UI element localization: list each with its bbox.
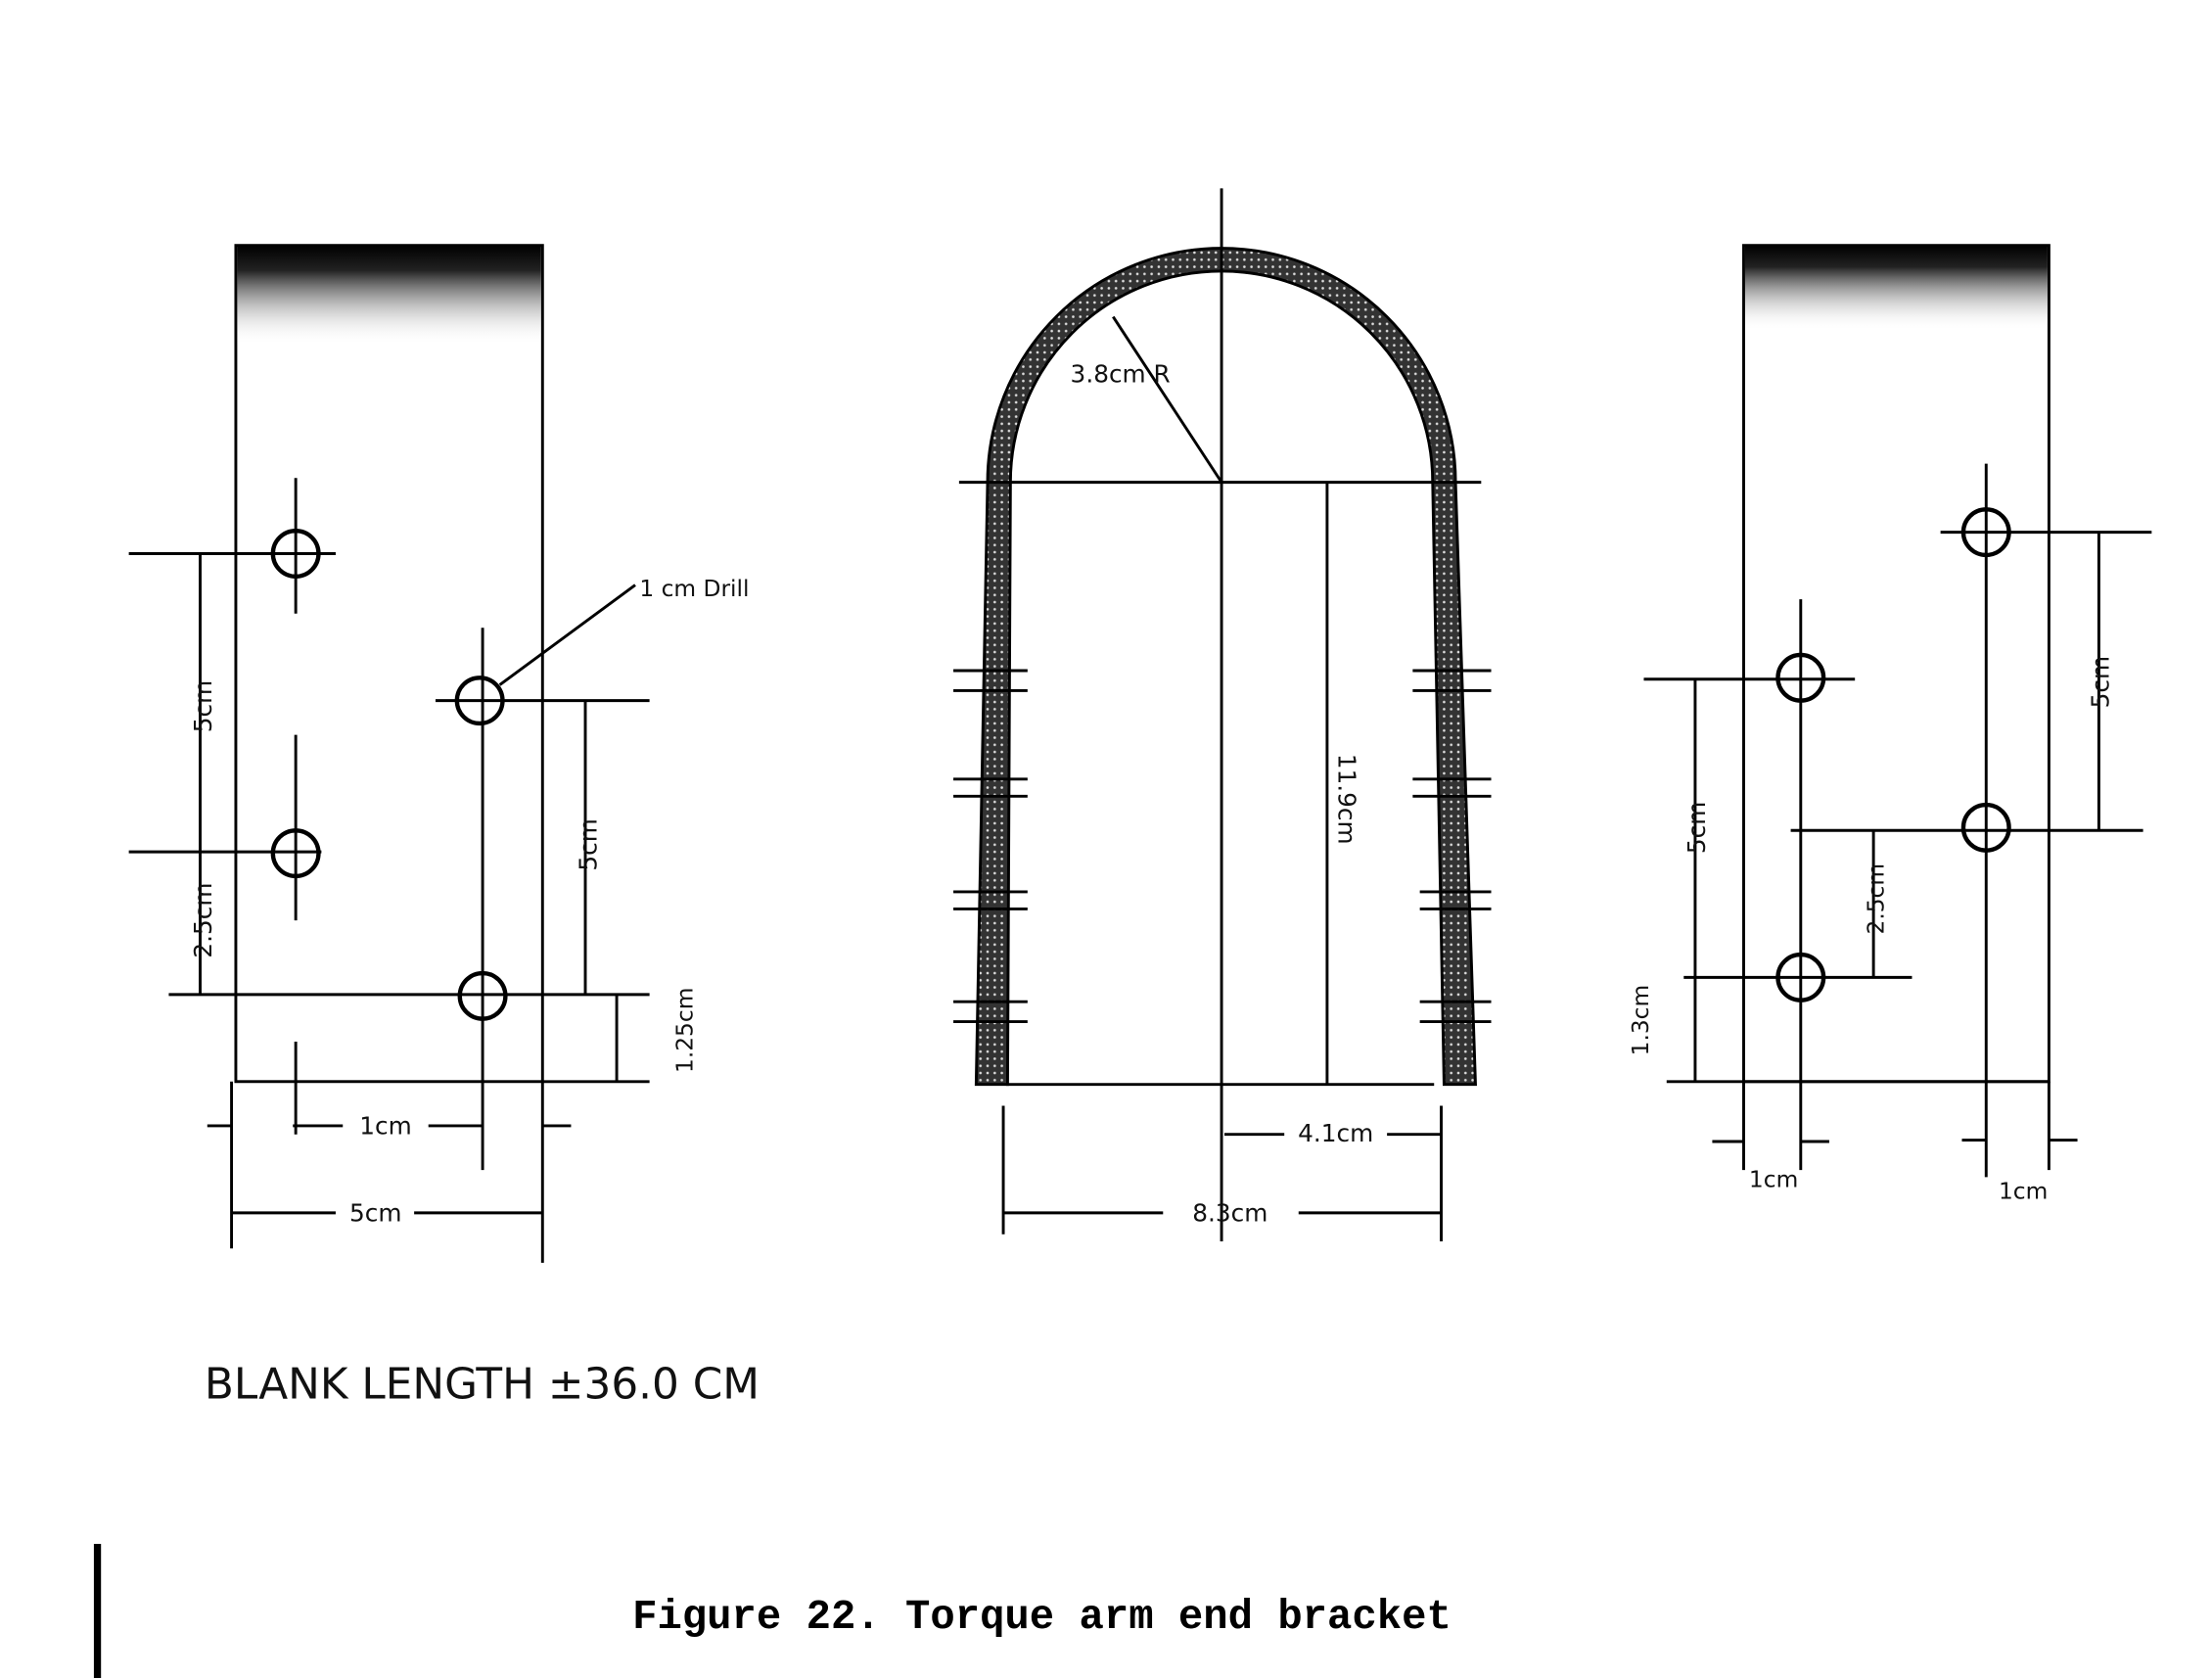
bent-bracket-view: 3.8cm R 11.9cm 4.1cm 8.3cm bbox=[953, 188, 1492, 1242]
dim-overall-width: 8.3cm bbox=[1192, 1199, 1267, 1228]
right-dimension-lines bbox=[1643, 463, 2152, 1178]
dim-bottom-edge-right: 1.3cm bbox=[1628, 985, 1654, 1056]
caption-frame bbox=[93, 1543, 102, 1678]
dim-bottom-edge: 1.25cm bbox=[671, 988, 698, 1073]
dim-edge-left: 1cm bbox=[1749, 1167, 1798, 1193]
drill-note: 1 cm Drill bbox=[639, 576, 749, 602]
left-plate-top-shading bbox=[237, 245, 541, 346]
left-plate-holes bbox=[270, 528, 508, 1021]
dim-left-spacing: 5cm bbox=[1682, 802, 1711, 855]
dim-hole-spacing-right: 5cm bbox=[575, 818, 603, 871]
dim-edge-right: 1cm bbox=[1999, 1178, 2048, 1204]
dim-left-lower: 2.5cm bbox=[189, 883, 217, 958]
left-plate-view: 1 cm Drill 5cm 2.5cm 5cm 1.25cm 1cm 5cm bbox=[128, 244, 749, 1263]
drill-leader-line bbox=[498, 583, 636, 686]
dim-height: 11.9cm bbox=[1333, 754, 1361, 845]
right-plate-holes bbox=[1775, 507, 2011, 1002]
dim-hole-spacing-left: 5cm bbox=[189, 680, 217, 733]
dim-edge-offset: 1cm bbox=[359, 1112, 411, 1141]
blank-length-note: BLANK LENGTH ±36.0 CM bbox=[205, 1359, 760, 1409]
dim-radius: 3.8cm R bbox=[1071, 360, 1171, 389]
right-plate-top-shading bbox=[1744, 245, 2048, 332]
left-centerlines bbox=[128, 478, 650, 1263]
dim-offset: 2.5cm bbox=[1863, 863, 1889, 935]
figure-caption: Figure 22. Torque arm end bracket bbox=[632, 1594, 1452, 1641]
dim-width: 5cm bbox=[349, 1199, 401, 1228]
left-plate bbox=[234, 244, 544, 1084]
center-dimension-lines bbox=[953, 188, 1492, 1242]
dim-half-width: 4.1cm bbox=[1298, 1119, 1373, 1147]
u-bracket bbox=[974, 247, 1477, 1087]
right-plate-view: 5cm 5cm 2.5cm 1.3cm 1cm 1cm bbox=[1628, 244, 2152, 1204]
dim-right-spacing: 5cm bbox=[2087, 656, 2115, 709]
